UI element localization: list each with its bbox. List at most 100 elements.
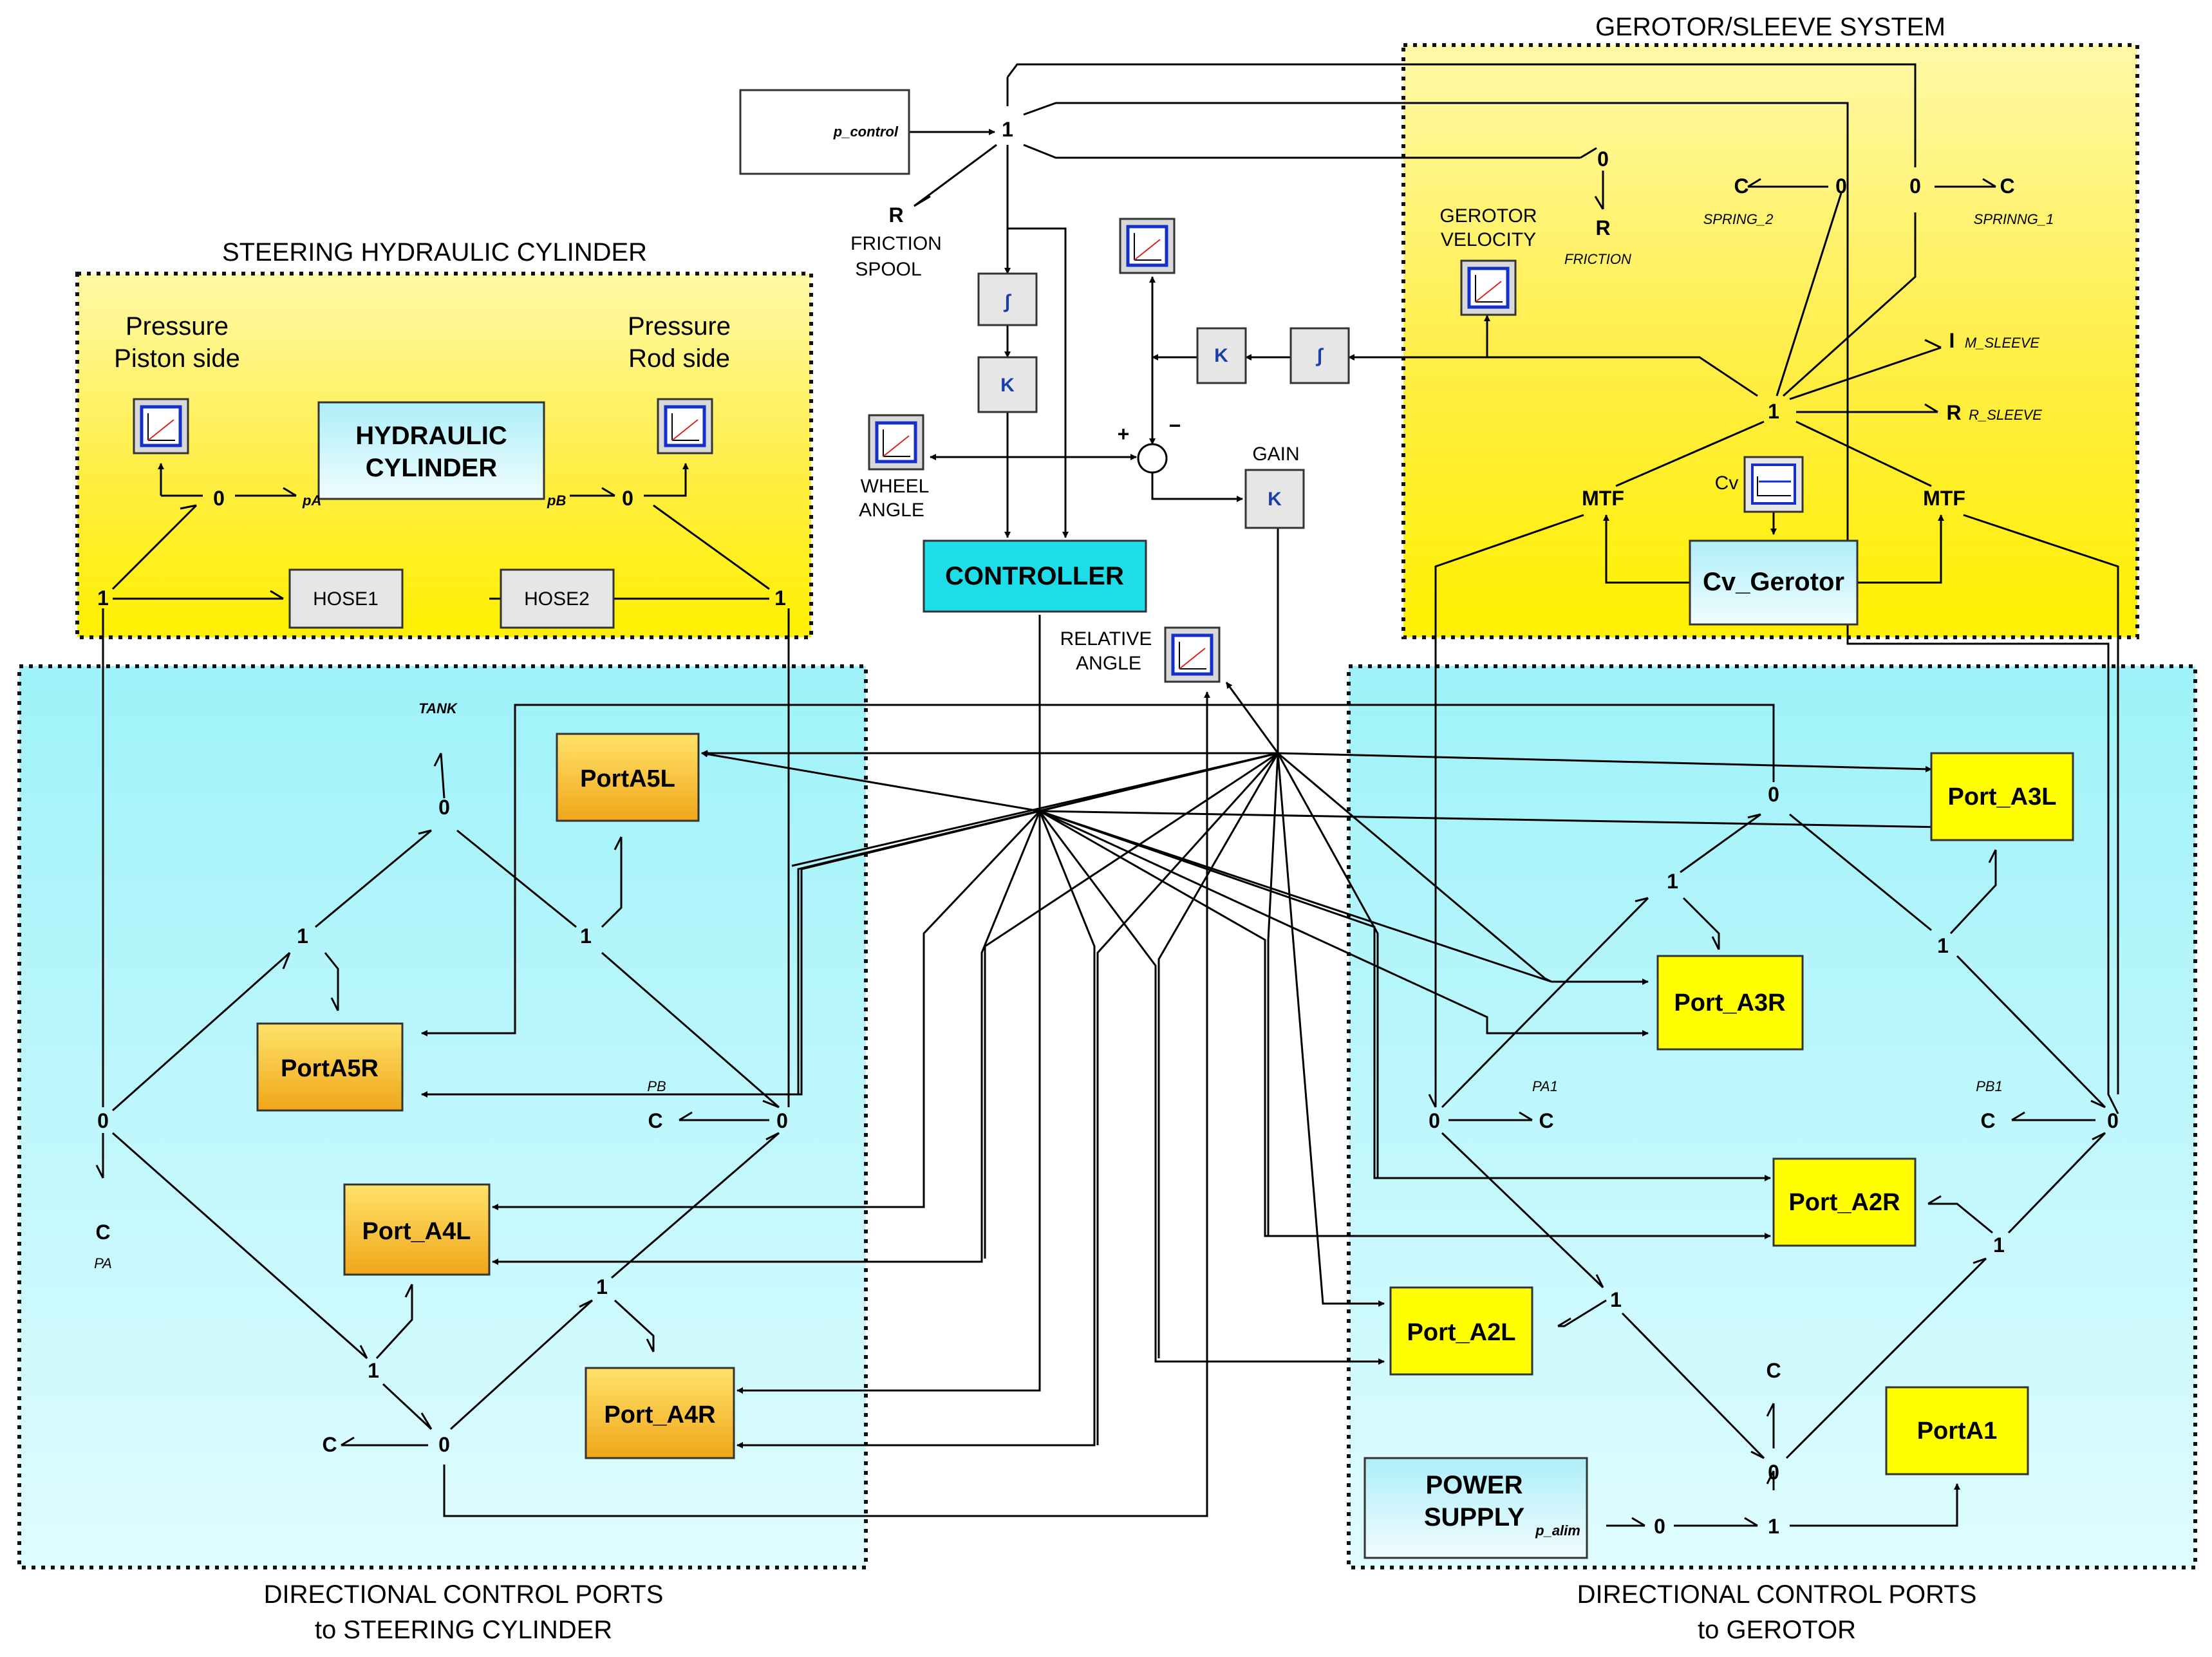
- sleeve-friction-R: R: [1946, 401, 1961, 424]
- pb-C: C: [648, 1109, 662, 1132]
- pb-sub-label: PB: [647, 1078, 666, 1094]
- junction-0-tank: 0: [438, 796, 450, 819]
- relative-angle-label-1: RELATIVE: [1060, 628, 1152, 650]
- pA-label: pA: [302, 492, 321, 509]
- gerotor-region: [1401, 43, 2139, 639]
- pb1-C: C: [1980, 1109, 1995, 1132]
- friction-spool-label-2: SPOOL: [855, 259, 921, 280]
- pressure-rod-label-1: Pressure: [628, 312, 731, 341]
- junction-1-a5l: 1: [580, 924, 592, 948]
- hydraulic-cylinder-block[interactable]: [317, 401, 545, 500]
- pB-label: pB: [547, 492, 566, 509]
- cylinder-title: STEERING HYDRAULIC CYLINDER: [222, 238, 647, 267]
- port-a3l-label: Port_A3L: [1948, 783, 2057, 810]
- junction-1-a4l: 1: [368, 1359, 379, 1382]
- integrator-1-block[interactable]: [977, 272, 1038, 326]
- pressure-piston-label-1: Pressure: [126, 312, 229, 341]
- port-a1[interactable]: [1885, 1386, 2029, 1475]
- junction-1-gerotor: 1: [1768, 400, 1779, 423]
- junction-0-pa: 0: [213, 487, 225, 510]
- cv-gerotor-block[interactable]: [1689, 539, 1859, 626]
- controller-label: CONTROLLER: [945, 562, 1124, 590]
- connection-lines: [95, 63, 2119, 1527]
- port-a5l-label: PortA5L: [580, 765, 675, 792]
- port-a3l[interactable]: [1930, 752, 2074, 841]
- hose1-label: HOSE1: [313, 588, 379, 610]
- junction-1-right: 1: [774, 586, 786, 610]
- junction-1-palim: 1: [1768, 1515, 1779, 1538]
- sum-minus-label: −: [1169, 414, 1181, 437]
- junction-1-a2r: 1: [1993, 1233, 2005, 1257]
- port-a5l[interactable]: [556, 733, 700, 822]
- spring1-C: C: [2000, 174, 2014, 198]
- power-supply-label-1: POWER: [1425, 1471, 1523, 1499]
- friction-spool-label-1: FRICTION: [850, 233, 942, 254]
- relative-angle-label-2: ANGLE: [1076, 653, 1141, 674]
- junction-1-a5r: 1: [297, 924, 308, 948]
- p-control-block[interactable]: [739, 89, 910, 175]
- p-control-label: p_control: [833, 124, 899, 140]
- summing-junction[interactable]: [1137, 443, 1168, 474]
- port-a2l[interactable]: [1389, 1286, 1533, 1376]
- pa-C: C: [95, 1221, 110, 1244]
- cv-step-icon[interactable]: [1743, 456, 1804, 513]
- junction-1-spool: 1: [1002, 118, 1013, 141]
- gain-k-1-block[interactable]: [977, 356, 1038, 413]
- controller-block[interactable]: [923, 539, 1147, 613]
- gain-k-2-block[interactable]: [1196, 327, 1247, 384]
- mtf-right: MTF: [1923, 487, 1965, 510]
- power-supply-label-2: SUPPLY: [1424, 1503, 1525, 1531]
- sleeve-mass-I: I: [1949, 329, 1955, 352]
- port-a2r-label: Port_A2R: [1788, 1189, 1900, 1216]
- wheel-angle-label-1: WHEEL: [861, 476, 930, 497]
- scope-feedback-icon[interactable]: [1120, 219, 1174, 273]
- ports-cylinder-title-1: DIRECTIONAL CONTROL PORTS: [264, 1580, 664, 1609]
- junction-0-palim: 0: [1654, 1515, 1665, 1538]
- gain-k-3-label: K: [1268, 489, 1282, 510]
- gain-k-2-label: K: [1214, 345, 1228, 366]
- port-a5r[interactable]: [256, 1022, 404, 1112]
- junction-0-top-right: 0: [1768, 783, 1779, 806]
- junction-0-spring1: 0: [1909, 174, 1921, 198]
- friction-R: R: [1595, 216, 1610, 239]
- scope-relative-angle-icon[interactable]: [1165, 628, 1219, 682]
- gerotor-title: GEROTOR/SLEEVE SYSTEM: [1595, 13, 1945, 41]
- junction-0-pb1: 0: [2107, 1109, 2119, 1132]
- junction-1-left: 1: [97, 586, 109, 610]
- cv-label: Cv: [1715, 473, 1739, 494]
- gain-k-3-block[interactable]: [1244, 469, 1305, 529]
- scope-gerotor-velocity-icon[interactable]: [1461, 261, 1515, 315]
- tank-label: TANK: [418, 700, 458, 716]
- pb1-sub-label: PB1: [1976, 1078, 2003, 1094]
- port-a4l[interactable]: [343, 1183, 491, 1276]
- hose2-block[interactable]: [500, 568, 615, 629]
- sleeve-mass-sub-label: M_SLEEVE: [1965, 335, 2039, 351]
- scope-piston-icon[interactable]: [134, 399, 188, 453]
- port-a1-label: PortA1: [1917, 1418, 1998, 1445]
- scope-rod-icon[interactable]: [658, 399, 712, 453]
- hydraulic-cylinder-label-2: CYLINDER: [366, 454, 498, 482]
- port-a4r[interactable]: [585, 1367, 735, 1459]
- hydraulic-cylinder-label-1: HYDRAULIC: [355, 422, 507, 450]
- scope-wheel-angle-icon[interactable]: [869, 415, 923, 469]
- port-a2l-label: Port_A2L: [1407, 1319, 1516, 1346]
- port-a5r-label: PortA5R: [281, 1055, 379, 1082]
- integrator-2-icon: ∫: [1316, 345, 1324, 366]
- port-a3r[interactable]: [1656, 955, 1804, 1051]
- hose2-label: HOSE2: [524, 588, 590, 610]
- gain-label: GAIN: [1252, 444, 1299, 465]
- supply-C: C: [1766, 1359, 1781, 1382]
- port-a2r[interactable]: [1772, 1157, 1917, 1247]
- pa1-C: C: [1539, 1109, 1553, 1132]
- mtf-left: MTF: [1582, 487, 1624, 510]
- gain-k-1-label: K: [1000, 375, 1015, 396]
- ports-cylinder-title-2: to STEERING CYLINDER: [315, 1616, 612, 1644]
- power-supply-block[interactable]: [1364, 1457, 1588, 1559]
- hose1-block[interactable]: [288, 568, 404, 629]
- sleeve-friction-sub-label: R_SLEEVE: [1969, 407, 2042, 423]
- junction-0-pa: 0: [97, 1109, 109, 1132]
- integrator-2-block[interactable]: [1289, 327, 1350, 384]
- integrator-1-icon: ∫: [1004, 291, 1012, 312]
- spring2-sub-label: SPRING_2: [1703, 211, 1774, 227]
